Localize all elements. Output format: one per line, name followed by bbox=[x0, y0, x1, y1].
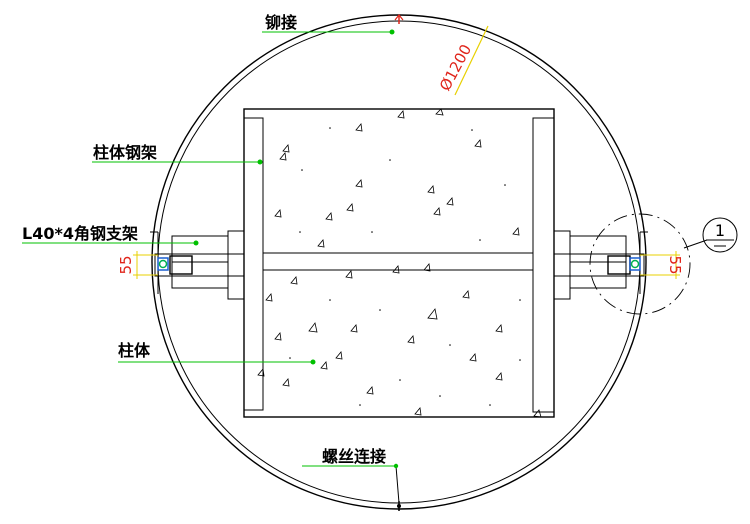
outer-shell-inner-circle bbox=[157, 20, 641, 504]
label-column-body: 柱体 bbox=[118, 341, 151, 360]
diameter-dimension: Ø1200 bbox=[436, 25, 489, 96]
detail-callout: 1 bbox=[589, 213, 738, 315]
label-rivet: 铆接 bbox=[265, 13, 297, 32]
top-rivet-mark bbox=[394, 14, 404, 24]
left-angle-bracket bbox=[150, 230, 245, 300]
concrete-specks bbox=[289, 127, 521, 406]
leader-rivet: 铆接 bbox=[262, 13, 395, 35]
concrete-aggregate bbox=[257, 108, 542, 418]
leader-column-body: 柱体 bbox=[118, 341, 316, 365]
dimension-right: 55 bbox=[640, 251, 684, 279]
dimension-left-value: 55 bbox=[117, 255, 135, 274]
leader-angle-bracket: L40*4角钢支架 bbox=[22, 224, 199, 246]
dimension-right-value: 55 bbox=[666, 255, 684, 274]
dimension-left: 55 bbox=[117, 251, 158, 279]
detail-symbol-circle bbox=[702, 217, 738, 253]
right-angle-bracket bbox=[553, 230, 648, 300]
detail-number: 1 bbox=[715, 221, 725, 240]
leader-screw-connection: 螺丝连接 bbox=[302, 447, 400, 504]
left-insulation bbox=[157, 257, 169, 271]
diameter-value: Ø1200 bbox=[436, 41, 475, 94]
label-column-steel-frame: 柱体钢架 bbox=[93, 143, 157, 162]
column-body bbox=[243, 108, 555, 418]
label-screw-connection: 螺丝连接 bbox=[322, 447, 386, 466]
leader-column-steel-frame: 柱体钢架 bbox=[92, 143, 263, 165]
label-angle-bracket: L40*4角钢支架 bbox=[22, 224, 138, 243]
right-insulation bbox=[629, 257, 641, 271]
